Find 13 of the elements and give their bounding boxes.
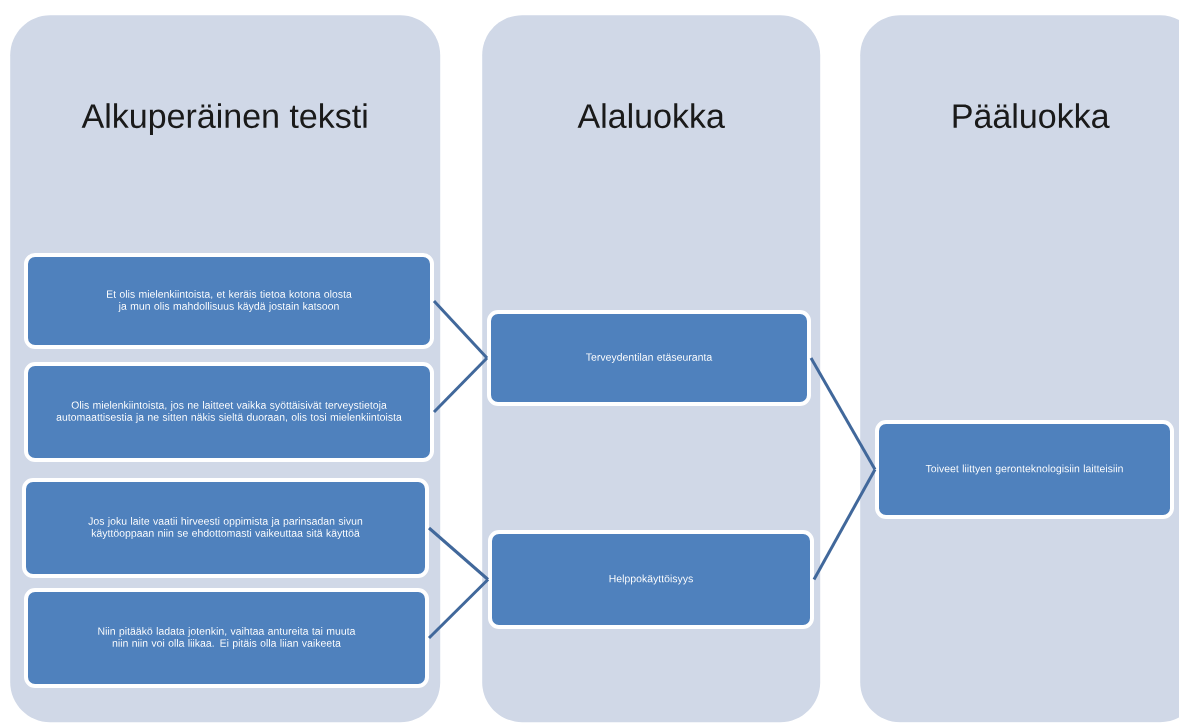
- connector-line: [432, 299, 489, 359]
- quote-box: Olis mielenkiintoista, jos ne laitteet vaikka syöttäisivät terveystietoja automaattisestia ja ne sitten näkis sieltä duoraan, olis tosi mielenkiintoista: [24, 362, 434, 462]
- quote-box: Terveydentilan etäseuranta: [487, 310, 811, 406]
- quote-box: Helppokäyttöisyys: [488, 530, 814, 629]
- quote-box: Jos joku laite vaatii hirveesti oppimista ja parinsadan sivun käyttöoppaan niin se ehdottomasti vaikeuttaa sitä käyttöä: [22, 478, 429, 578]
- connector-line: [812, 468, 877, 581]
- quote-box: Et olis mielenkiintoista, et keräis tietoa kotona olosta ja mun olis mahdollisuus käydä jostain katsoon: [24, 253, 434, 349]
- quote-box: Niin pitääkö ladata jotenkin, vaihtaa antureita tai muuta niin niin voi olla liikaa. Ei pitäis olla liian vaikeeta: [24, 588, 429, 688]
- connector-line: [427, 578, 490, 640]
- connector-line: [432, 356, 489, 414]
- connector-line: [428, 526, 489, 581]
- connector-line: [809, 357, 877, 471]
- quote-box: Toiveet liittyen geronteknologisiin laitteisiin: [875, 420, 1174, 519]
